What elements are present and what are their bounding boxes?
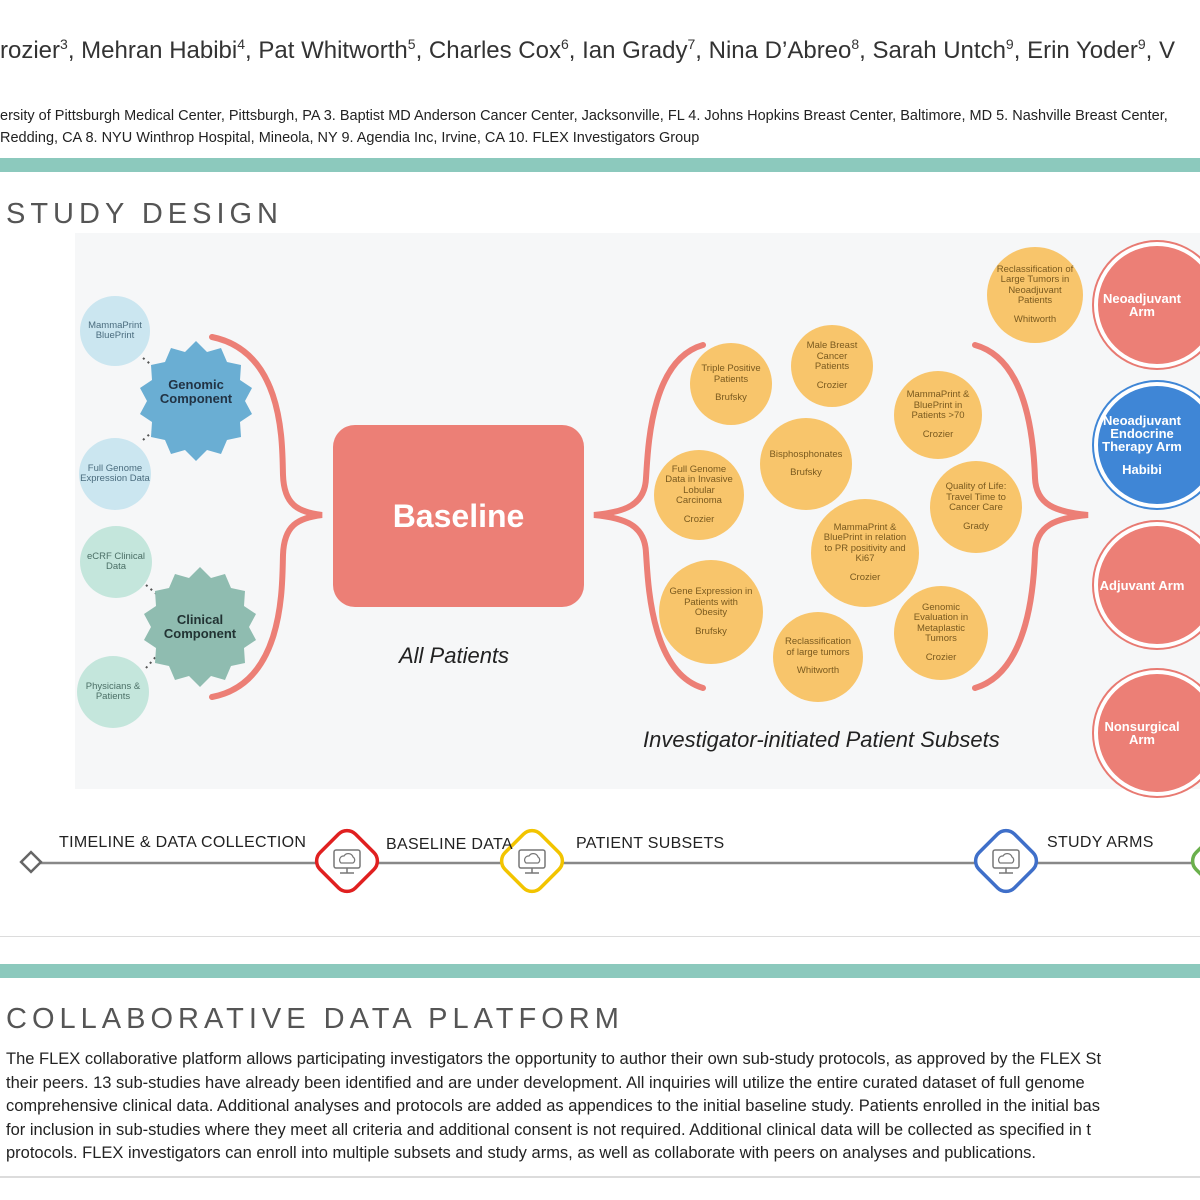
author: Ian Grady7, xyxy=(582,36,709,64)
platform-title: COLLABORATIVE DATA PLATFORM xyxy=(6,1003,624,1035)
baseline-data-node-icon xyxy=(314,828,380,894)
section-divider xyxy=(0,158,1200,172)
mammaprint-blueprint-node: MammaPrint BluePrint xyxy=(80,296,150,366)
study-design-title: STUDY DESIGN xyxy=(6,198,284,230)
subset-invasive-lobular: Full Genome Data in Invasive Lobular Car… xyxy=(654,450,744,540)
author: Pat Whitworth5, xyxy=(258,36,429,64)
subsets-label: Investigator-initiated Patient Subsets xyxy=(643,727,1000,752)
author-list: rozier3, Mehran Habibi4, Pat Whitworth5,… xyxy=(0,36,1200,65)
author: Charles Cox6, xyxy=(428,36,583,64)
timeline-label-study-arms: STUDY ARMS xyxy=(1047,834,1154,851)
section-divider xyxy=(0,964,1200,978)
arm-nonsurgical: Nonsurgical Arm xyxy=(1094,670,1200,796)
timeline-label-patient-subsets: PATIENT SUBSETS xyxy=(576,835,725,852)
timeline-label-data-collection: TIMELINE & DATA COLLECTION xyxy=(59,834,307,851)
genomic-component-badge xyxy=(140,341,252,461)
platform-line: The FLEX collaborative platform allows p… xyxy=(6,1050,1102,1068)
timeline xyxy=(19,828,1200,894)
subset-pr-positivity-ki67: MammaPrint & BluePrint in relation to PR… xyxy=(811,499,919,607)
study-arms-node-icon xyxy=(973,828,1039,894)
timeline-label-baseline-data: BASELINE DATA xyxy=(386,836,513,853)
baseline-box: Baseline xyxy=(333,425,584,607)
arm-adjuvant: Adjuvant Arm xyxy=(1094,522,1200,648)
genomic-component-label: Genomic Component xyxy=(159,377,233,406)
author: rozier3, xyxy=(0,36,82,64)
full-genome-node: Full Genome Expression Data xyxy=(79,438,151,510)
subset-quality-of-life: Quality of Life: Travel Time to Cancer C… xyxy=(930,461,1022,553)
study-design-panel xyxy=(0,172,1200,937)
clinical-component-label: Clinical Component xyxy=(163,612,237,641)
platform-line: for inclusion in sub-studies where they … xyxy=(6,1120,1092,1139)
author: Nina D’Abreo8, xyxy=(708,36,873,64)
author-tail: V xyxy=(1158,37,1175,64)
final-node-icon xyxy=(1190,828,1200,894)
platform-line: protocols. FLEX investigators can enroll… xyxy=(6,1144,1036,1163)
author: Sarah Untch9, xyxy=(872,36,1028,64)
all-patients-label: All Patients xyxy=(399,643,510,668)
bottom-rule xyxy=(0,1176,1200,1178)
platform-line: their peers. 13 sub-studies have already… xyxy=(6,1073,1085,1092)
subset-metaplastic: Genomic Evaluation in Metaplastic Tumors… xyxy=(894,586,988,680)
clinical-component-badge xyxy=(144,567,256,687)
platform-line: comprehensive clinical data. Additional … xyxy=(6,1097,1100,1116)
affiliation-line-1: ersity of Pittsburgh Medical Center, Pit… xyxy=(0,108,1168,124)
subset-reclassification-neoadjuvant: Reclassification of Large Tumors in Neoa… xyxy=(987,247,1083,343)
arm-neoadjuvant: Neoadjuvant Arm xyxy=(1094,242,1200,368)
physicians-patients-node: Physicians & Patients xyxy=(77,656,149,728)
timeline-start-marker xyxy=(19,850,43,874)
subset-obesity: Gene Expression in Patients with Obesity… xyxy=(659,560,763,664)
ecrf-clinical-data-node: eCRF Clinical Data xyxy=(80,526,152,598)
affiliation-line-2: Redding, CA 8. NYU Winthrop Hospital, Mi… xyxy=(0,130,700,146)
platform-description: The FLEX collaborative platform allows p… xyxy=(6,1048,1200,1166)
author: Erin Yoder9, xyxy=(1027,36,1159,64)
patient-subsets-node-icon xyxy=(499,828,565,894)
author: Mehran Habibi4, xyxy=(81,36,259,64)
